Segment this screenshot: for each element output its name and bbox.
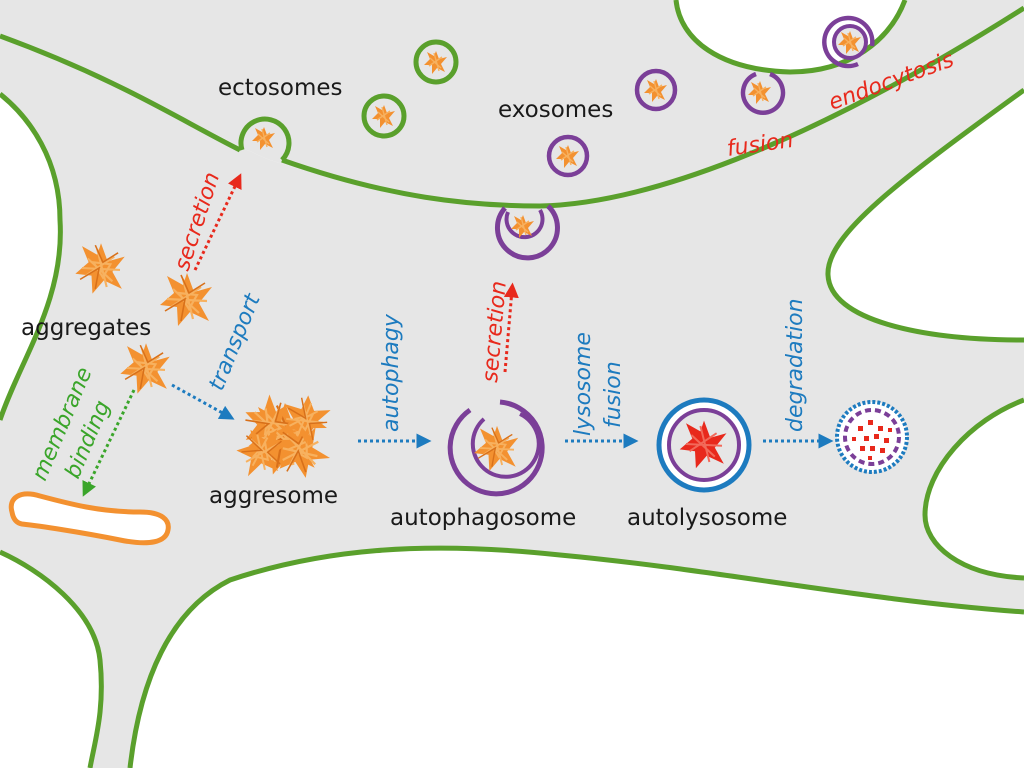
cytoplasm	[0, 10, 1024, 768]
exosome	[634, 68, 678, 112]
ectosome	[413, 39, 459, 85]
label-lysosome: lysosome	[571, 332, 596, 436]
upper-membrane	[0, 5, 1024, 209]
label-aggresome: aggresome	[209, 483, 338, 509]
transport-arrow	[171, 383, 235, 420]
label-autolysosome: autolysosome	[627, 505, 787, 531]
label-ectosomes: ectosomes	[218, 75, 342, 101]
label-aggregates: aggregates	[21, 315, 151, 341]
degraded-vesicle-icon	[835, 400, 909, 474]
label-autophagosome: autophagosome	[390, 505, 576, 531]
label-fusion-mid: fusion	[601, 361, 626, 428]
exosome-fusing	[740, 71, 786, 115]
label-autophagy: autophagy	[379, 313, 404, 432]
ectosome-budding	[238, 116, 292, 162]
label-exosomes: exosomes	[498, 97, 613, 123]
lower-membrane	[0, 545, 1024, 768]
left-membrane	[0, 92, 63, 421]
right-lower-membrane	[922, 397, 1024, 581]
label-degradation: degradation	[783, 298, 808, 432]
exosome-endocytosed	[822, 15, 875, 69]
ectosome	[361, 93, 407, 139]
autophagosome-icon	[447, 399, 545, 497]
right-upper-membrane	[825, 87, 1024, 343]
autolysosome-icon	[656, 397, 752, 493]
exosome	[546, 134, 590, 178]
secretion-arrow-top	[193, 173, 242, 271]
mitochondrion-icon	[8, 491, 171, 546]
membrane-binding-arrow	[82, 389, 136, 497]
secretion-arrow-mid	[503, 282, 519, 373]
exosome-releasing	[494, 204, 560, 261]
top-right-membrane	[673, 0, 908, 75]
